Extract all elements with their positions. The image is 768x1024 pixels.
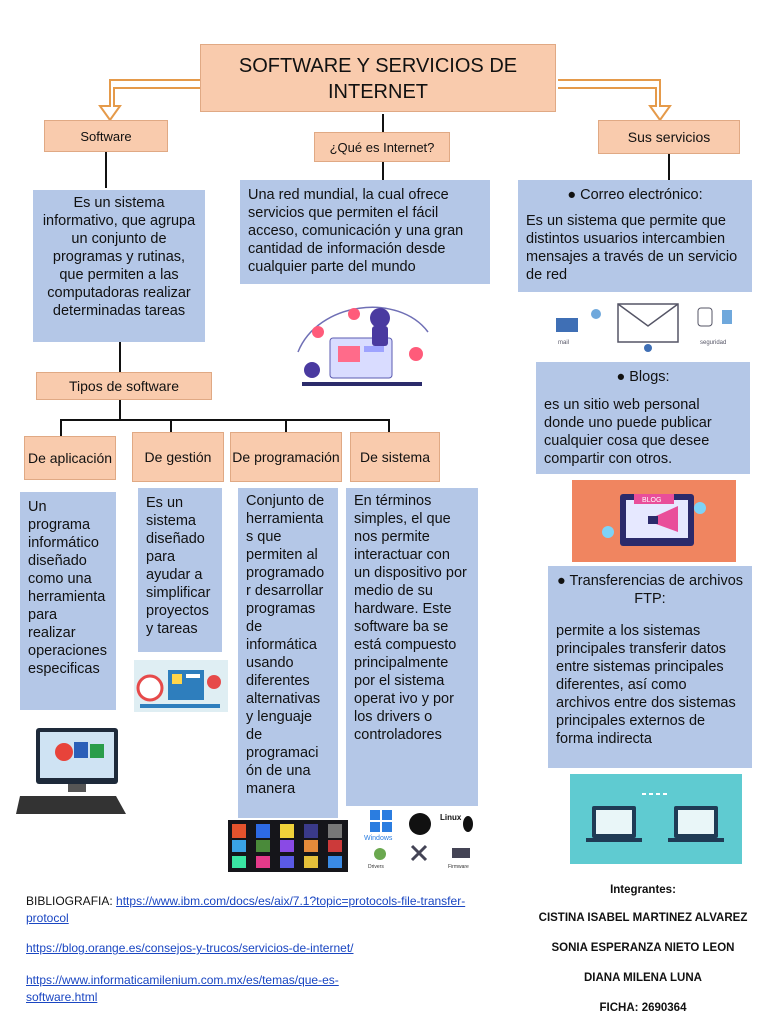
bibliography-entry-3: https://www.informaticamilenium.com.mx/e… [26,972,406,1006]
ficha-number: FICHA: 2690364 [599,1002,687,1014]
blog-label: BLOG [642,497,661,504]
blog-illustration: BLOG [572,480,736,562]
bibliography-link-2[interactable]: https://blog.orange.es/consejos-y-trucos… [26,941,354,955]
firmware-label: Firmware [448,864,469,870]
connector [105,152,107,188]
windows-label: Windows [364,835,393,842]
types-header: Tipos de software [36,372,212,400]
services-header: Sus servicios [598,120,740,154]
internet-definition: Una red mundial, la cual ofrece servicio… [240,180,490,284]
connector [285,419,287,433]
management-illustration [134,660,228,712]
bibliography-link-3[interactable]: https://www.informaticamilenium.com.mx/e… [26,973,339,1004]
connector [388,419,390,433]
service-blogs-text: es un sitio web personal donde uno puede… [544,397,712,467]
right-arrow-icon [558,79,672,122]
type-sistema-text: En términos simples, el que nos permite … [346,488,478,806]
members-label: Integrantes: [610,884,676,896]
drivers-label: Drivers [368,864,384,870]
email-left-label: mail [558,340,569,346]
member-name: CISTINA ISABEL MARTINEZ ALVAREZ [538,912,748,924]
type-aplicacion-header: De aplicación [24,436,116,480]
software-header: Software [44,120,168,152]
connector [119,342,121,372]
email-right-label: seguridad [700,340,726,346]
bibliography-link-1[interactable]: https://www.ibm.com/docs/es/aix/7.1?topi… [26,894,466,925]
service-email-text: Es un sistema que permite que distintos … [526,213,738,283]
service-ftp-title: ● Transferencias de archivos FTP: [556,573,744,607]
programming-languages-illustration [228,820,348,872]
service-blogs: ● Blogs: es un sitio web personal donde … [536,362,750,474]
bibliography-entry-1: BIBLIOGRAFIA: https://www.ibm.com/docs/e… [26,893,466,927]
member-name: DIANA MILENA LUNA [584,972,702,984]
type-programacion-text: Conjunto de herramienta s que permiten a… [238,488,338,818]
connector [382,162,384,180]
service-blogs-title: ● Blogs: [616,369,670,385]
service-email: ● Correo electrónico: Es un sistema que … [518,180,752,292]
connector [60,419,62,437]
email-illustration: mail seguridad [556,303,732,352]
bibliography-label: BIBLIOGRAFIA: [26,894,113,908]
main-title: SOFTWARE Y SERVICIOS DE INTERNET [200,44,556,112]
connector [119,400,121,420]
connector [382,114,384,134]
linux-label: Linux [440,813,462,822]
type-gestion-text: Es un sistema diseñado para ayudar a sim… [138,488,222,652]
type-programacion-header: De programación [230,432,342,482]
type-aplicacion-text: Un programa informático diseñado como un… [20,492,116,710]
service-email-title: ● Correo electrónico: [567,187,703,203]
type-sistema-header: De sistema [350,432,440,482]
ftp-illustration [570,774,742,864]
software-definition: Es un sistema informativo, que agrupa un… [33,190,205,342]
service-ftp-text: permite a los sistemas principales trans… [556,623,736,747]
member-name: SONIA ESPERANZA NIETO LEON [551,942,735,954]
computer-illustration [16,728,126,814]
connector [60,419,390,421]
operating-systems-illustration: Windows Linux Drivers Firmware [364,810,473,870]
connector [170,419,172,433]
internet-header: ¿Qué es Internet? [314,132,450,162]
type-gestion-header: De gestión [132,432,224,482]
service-ftp: ● Transferencias de archivos FTP: permit… [548,566,752,768]
left-arrow-icon [98,79,200,122]
connector [668,154,670,180]
internet-illustration [297,306,429,386]
